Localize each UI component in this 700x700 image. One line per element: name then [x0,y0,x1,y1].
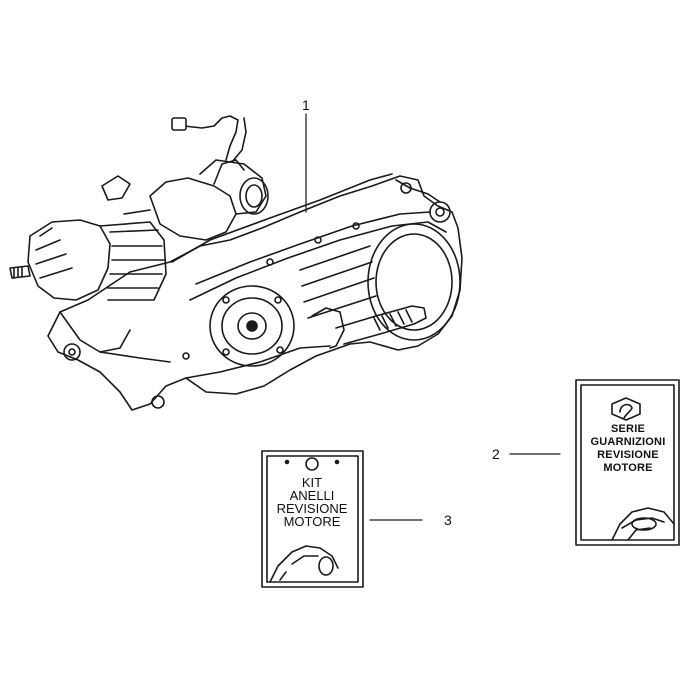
ring-kit-line-4: MOTORE [283,514,341,529]
piaggio-logo [611,397,641,421]
gasket-kit-line-2: GUARNIZIONI [590,436,666,448]
ring-kit-line-2: ANELLI [289,488,335,503]
gasket-kit-box [575,379,680,546]
hand-illustration [611,507,675,541]
gasket-kit-label: SERIE GUARNIZIONI REVISIONE MOTORE [580,423,676,475]
engine-assembly [9,115,463,411]
ring-kit-line-3: REVISIONE [276,501,348,516]
callout-3-label: 3 [444,512,452,528]
hand-illustration [269,545,339,583]
gasket-kit-line-3: REVISIONE [597,449,659,461]
ring-kit-box [261,450,364,588]
ring-kit-label: KIT ANELLI REVISIONE MOTORE [266,476,358,528]
gasket-kit-line-4: MOTORE [603,462,653,474]
callout-2-label: 2 [492,446,500,462]
ring-kit-line-1: KIT [301,475,323,490]
callout-1-label: 1 [302,97,310,113]
gasket-kit-line-1: SERIE [610,423,645,435]
